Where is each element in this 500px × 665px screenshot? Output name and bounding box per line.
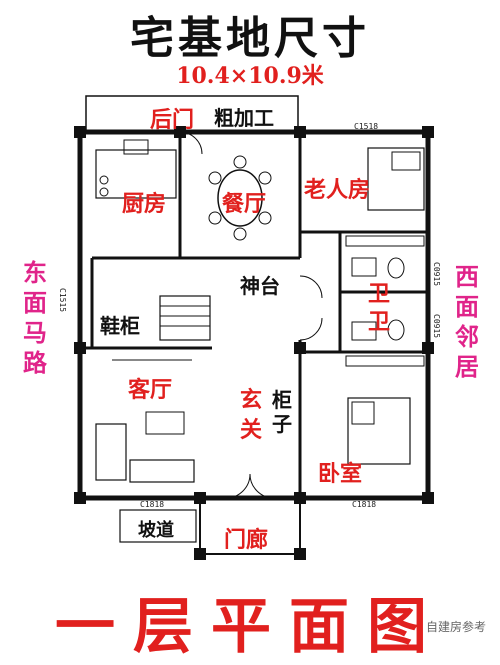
living-room-label: 客厅: [128, 378, 173, 403]
kitchen-label: 厨房: [122, 192, 167, 217]
elderly-room-label: 老人房: [304, 178, 371, 203]
kitchen-sink: [123, 139, 149, 155]
watermark: 自建房参考: [425, 620, 486, 634]
dining-table: [217, 169, 263, 227]
stove-burner: [99, 175, 109, 185]
bath-door-swing: [299, 317, 323, 341]
back-door-label: 后门: [150, 108, 195, 133]
toilet-lower: [351, 321, 377, 341]
ramp-outline: [119, 509, 197, 543]
floor-plan-drawing: [74, 95, 434, 560]
kitchen-counter: [95, 149, 177, 199]
window-top-dim: C1518: [354, 122, 379, 131]
window-bottom-right-dim: C1818: [352, 500, 377, 509]
entrance-label: 玄关: [240, 388, 263, 443]
cabinet-label: 柜子: [272, 388, 292, 436]
window-right-upper-dim: C0915: [432, 262, 441, 287]
rough-processing-label: 粗加工: [214, 106, 274, 130]
shrine-door-swing: [299, 275, 323, 299]
sofa-left: [95, 423, 127, 481]
sofa-bottom: [129, 459, 195, 483]
shoe-cabinet-label: 鞋柜: [100, 314, 140, 338]
shrine-label: 神台: [240, 274, 280, 298]
main-door-swing-right: [249, 473, 275, 499]
west-neighbor-label: 西面邻居: [455, 263, 479, 381]
ramp-label: 坡道: [138, 520, 174, 541]
stove-burner: [99, 187, 109, 197]
window-left-dim: C1515: [58, 288, 67, 313]
wardrobe-bedroom: [345, 355, 425, 367]
main-door-swing-left: [225, 473, 251, 499]
window-right-lower-dim: C0915: [432, 314, 441, 339]
porch-outline: [199, 497, 301, 555]
staircase: [159, 295, 211, 341]
window-bottom-left-dim: C1818: [140, 500, 165, 509]
bedroom-label: 卧室: [318, 462, 363, 487]
plan-title: 宅基地尺寸: [130, 13, 370, 64]
toilet-upper: [351, 257, 377, 277]
coffee-table: [145, 411, 185, 435]
dining-label: 餐厅: [222, 192, 267, 217]
elderly-bed: [367, 147, 425, 211]
bedroom-bed: [347, 397, 411, 465]
plot-size: 10.4×10.9米: [176, 63, 324, 89]
bathroom-upper-label: 卫: [368, 282, 391, 307]
porch-label: 门廊: [224, 528, 269, 553]
wardrobe-elderly: [345, 235, 425, 247]
east-road-label: 东面马路: [23, 259, 47, 377]
bathroom-lower-label: 卫: [368, 310, 391, 335]
